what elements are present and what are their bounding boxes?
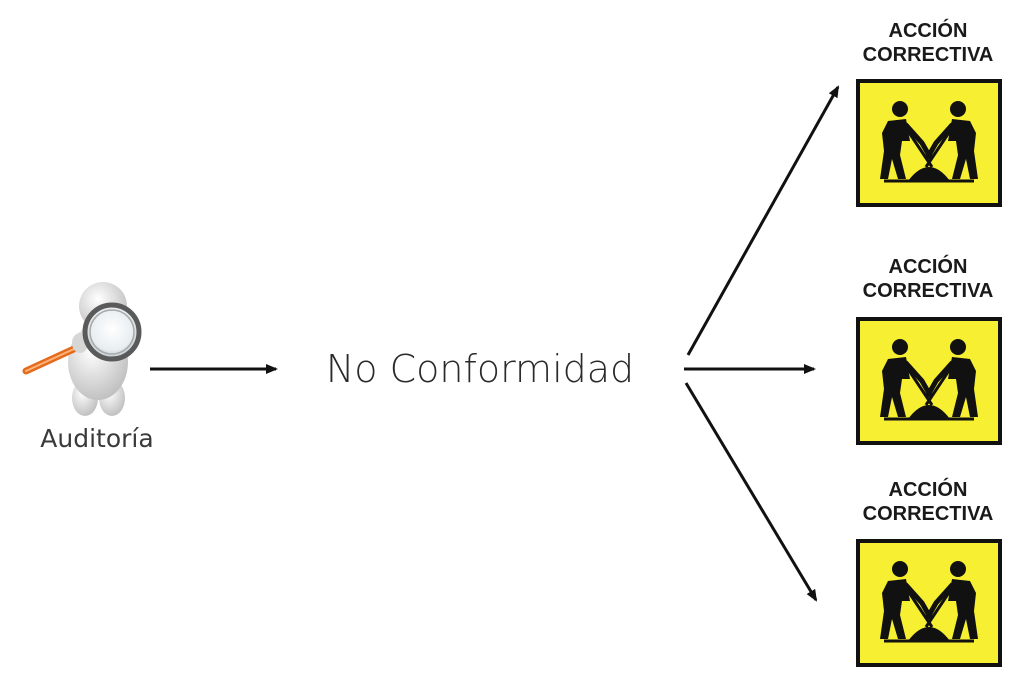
corrective-action-1: ACCIÓN CORRECTIVA [858, 18, 1000, 205]
corrective-action-3: ACCIÓN CORRECTIVA [858, 477, 1000, 665]
corrective-action-2: ACCIÓN CORRECTIVA [858, 254, 1000, 443]
action-2-line1: ACCIÓN [889, 254, 968, 278]
workers-digging-sign-icon [858, 541, 1000, 665]
auditor-label: Auditoría [40, 424, 153, 453]
action-3-line1: ACCIÓN [889, 477, 968, 501]
action-3-line2: CORRECTIVA [863, 503, 994, 525]
workers-digging-sign-icon [858, 81, 1000, 205]
action-1-line1: ACCIÓN [889, 18, 968, 42]
arrow-to-action-1 [686, 85, 840, 356]
action-1-line2: CORRECTIVA [863, 44, 994, 66]
magnifying-glass-person-icon [22, 282, 142, 416]
workers-digging-sign-icon [858, 319, 1000, 443]
auditor-figure: Auditoría [22, 282, 154, 453]
action-2-line2: CORRECTIVA [863, 280, 994, 302]
nonconformity-label: No Conformidad [326, 347, 634, 391]
arrow-to-action-3 [684, 382, 818, 602]
